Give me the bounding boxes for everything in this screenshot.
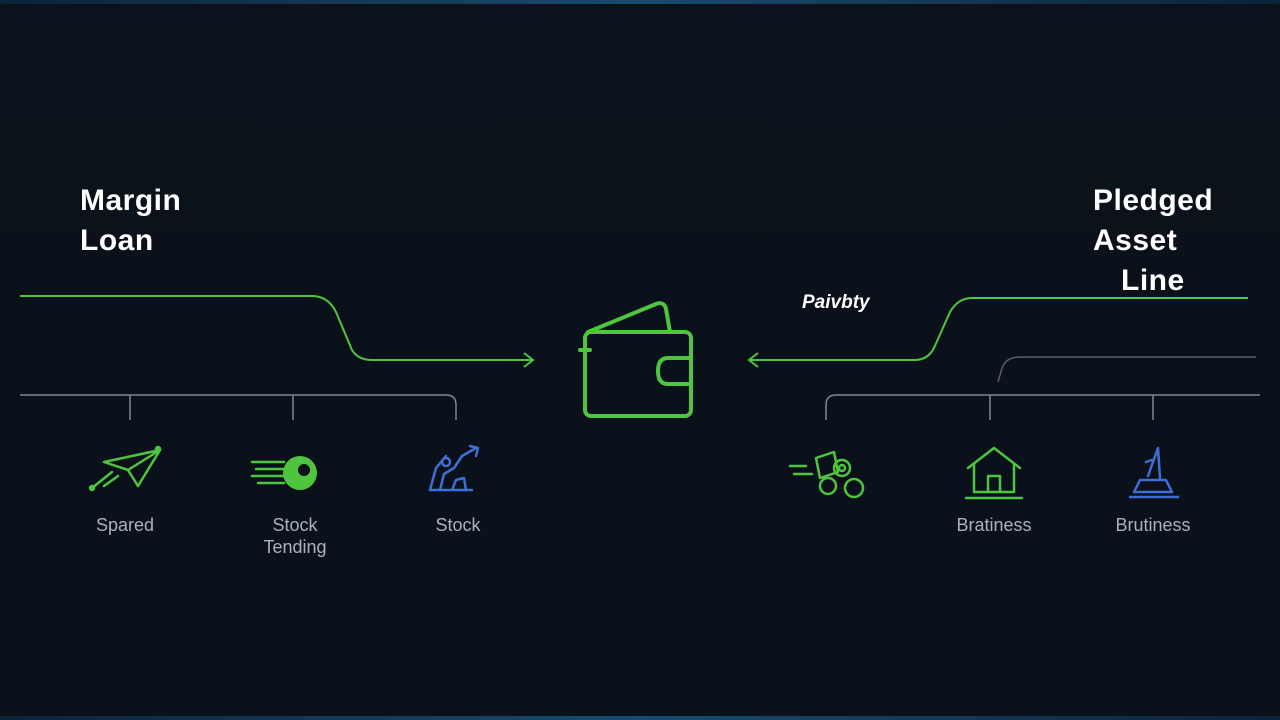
- pledged-asset-title-line3: Line: [1121, 264, 1185, 297]
- house-icon: [964, 446, 1024, 500]
- left-item-2-text-line1: Stock: [272, 515, 318, 535]
- top-accent-bar: [0, 0, 1280, 4]
- pledged-asset-title-line2: Asset: [1093, 224, 1178, 257]
- left-item-3-text: Stock: [435, 515, 481, 535]
- right-arrow-head: [747, 352, 759, 368]
- pledged-asset-line-title: Pledged Asset Line: [1093, 181, 1213, 301]
- speeding-coin-icon: [250, 456, 317, 490]
- right-flow-line: [750, 297, 1248, 361]
- chart-hand-icon: [428, 444, 480, 492]
- left-bracket: [20, 394, 457, 420]
- right-bracket: [825, 394, 1260, 420]
- left-item-1-text: Spared: [95, 515, 155, 535]
- left-arrow-head: [523, 352, 535, 368]
- left-flow-line: [20, 295, 532, 361]
- trophy-icon: [1128, 446, 1180, 499]
- left-item-2-text-line2: Tending: [263, 537, 327, 557]
- bottom-accent-bar: [0, 716, 1280, 720]
- right-item-label-2: Bratiness: [914, 514, 1074, 536]
- margin-loan-title: Margin Loan: [80, 181, 181, 261]
- left-item-label-2: Stock Tending: [215, 514, 375, 558]
- cash-coins-icon: [788, 450, 865, 499]
- left-item-label-1: Spared: [45, 514, 205, 536]
- pledged-asset-title-line1: Pledged: [1093, 184, 1214, 217]
- right-secondary-line: [997, 356, 1256, 383]
- right-item-label-3: Brutiness: [1073, 514, 1233, 536]
- flow-label: Paivbty: [802, 292, 870, 313]
- margin-loan-title-line2: Loan: [80, 224, 154, 257]
- wallet-icon: [578, 301, 693, 418]
- right-item-2-text: Bratiness: [956, 515, 1032, 535]
- left-item-label-3: Stock: [378, 514, 538, 536]
- margin-loan-title-line1: Margin: [80, 184, 182, 217]
- right-item-3-text: Brutiness: [1115, 515, 1191, 535]
- paper-plane-icon: [88, 445, 162, 492]
